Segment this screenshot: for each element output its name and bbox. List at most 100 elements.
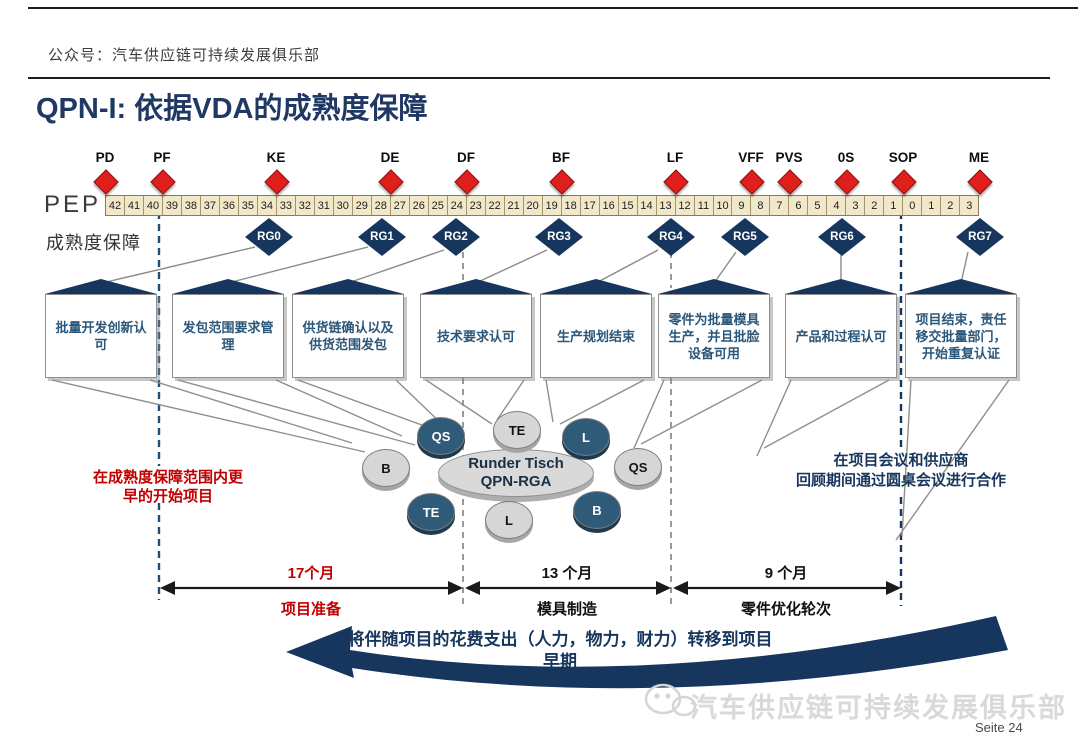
- pep-cell: 30: [332, 196, 352, 215]
- milestone-diamond-icon: [967, 169, 993, 195]
- pep-cell: 27: [389, 196, 409, 215]
- roundtable-role-l: L: [485, 501, 533, 539]
- milestone-label: ME: [968, 150, 990, 165]
- milestone-label: SOP: [888, 150, 918, 165]
- criteria-box: 供货链确认以及供货范围发包: [292, 294, 404, 378]
- milestone-label: LF: [666, 150, 684, 165]
- note-roundtable-cooperation: 在项目会议和供应商 回顾期间通过圆桌会议进行合作: [770, 451, 1032, 491]
- milestone-label: PVS: [775, 150, 803, 165]
- rg-gate-diamond: RG5: [721, 218, 769, 256]
- pep-cell: 34: [256, 196, 276, 215]
- pep-cell: 10: [712, 196, 732, 215]
- span2-duration: 13 个月: [541, 565, 593, 582]
- pep-cell: 2: [864, 196, 883, 215]
- box-roof-icon: [45, 279, 157, 294]
- criteria-box: 项目结束，责任移交批量部门，开始重复认证: [905, 294, 1017, 378]
- pep-cell: 9: [731, 196, 750, 215]
- pep-cell: 23: [465, 196, 485, 215]
- roundtable-role-qs: QS: [417, 417, 465, 455]
- span3-phase: 零件优化轮次: [740, 601, 831, 618]
- milestone-label: DE: [380, 150, 400, 165]
- maturity-label: 成熟度保障: [46, 233, 141, 253]
- pep-cell: 1: [921, 196, 940, 215]
- page-number: Seite 24: [975, 720, 1023, 735]
- milestone-label: VFF: [738, 150, 764, 165]
- milestone-diamond-icon: [150, 169, 176, 195]
- roundtable-role-b: B: [362, 449, 410, 487]
- pep-cell: 8: [750, 196, 769, 215]
- milestone-diamond-icon: [378, 169, 404, 195]
- pep-cell: 3: [845, 196, 864, 215]
- box-roof-icon: [172, 279, 284, 294]
- milestone-diamond-icon: [264, 169, 290, 195]
- pep-label: PEP: [44, 191, 102, 218]
- pep-cell: 33: [275, 196, 295, 215]
- pep-cell: 16: [598, 196, 618, 215]
- rg-gate-diamond: RG4: [647, 218, 695, 256]
- roundtable-title-line1: Runder Tisch: [468, 455, 564, 472]
- milestone-diamond-icon: [834, 169, 860, 195]
- pep-cell: 36: [218, 196, 238, 215]
- roundtable-role-te: TE: [493, 411, 541, 449]
- pep-cell: 14: [636, 196, 656, 215]
- pep-cell: 40: [142, 196, 162, 215]
- box-roof-icon: [292, 279, 404, 294]
- span2-phase: 模具制造: [536, 601, 597, 618]
- banner-text: 将伴随项目的花费支出（人力，物力，财力）转移到项目 早期: [310, 629, 810, 673]
- pep-cell: 7: [769, 196, 788, 215]
- milestone-label: 0S: [837, 150, 855, 165]
- account-line: 公众号：汽车供应链可持续发展俱乐部: [48, 47, 321, 64]
- note-right-line2: 回顾期间通过圆桌会议进行合作: [795, 472, 1006, 489]
- roundtable-role-b: B: [573, 491, 621, 529]
- rg-gate-diamond: RG1: [358, 218, 406, 256]
- milestone-diamond-icon: [549, 169, 575, 195]
- pep-cell: 0: [902, 196, 921, 215]
- top-rule: [28, 7, 1078, 9]
- pep-cell: 5: [807, 196, 826, 215]
- pep-cell: 25: [427, 196, 447, 215]
- timeline-arrowheads: [160, 581, 901, 595]
- criteria-box: 批量开发创新认可: [45, 294, 157, 378]
- criteria-box: 技术要求认可: [420, 294, 532, 378]
- pep-cell: 18: [560, 196, 580, 215]
- milestone-diamond-icon: [777, 169, 803, 195]
- rg-gate-diamond: RG3: [535, 218, 583, 256]
- pep-cell: 4: [826, 196, 845, 215]
- criteria-box: 产品和过程认可: [785, 294, 897, 378]
- pep-cell: 21: [503, 196, 523, 215]
- pep-cell: 11: [693, 196, 713, 215]
- span1-phase: 项目准备: [280, 601, 341, 618]
- pep-cell: 42: [108, 199, 122, 212]
- rg-gate-diamond: RG6: [818, 218, 866, 256]
- pep-cell: 6: [788, 196, 807, 215]
- pep-cell: 2: [940, 196, 959, 215]
- banner-line2: 早期: [543, 652, 577, 671]
- wechat-logo-icon: [644, 683, 697, 717]
- box-roof-icon: [905, 279, 1017, 294]
- pep-cell: 1: [883, 196, 902, 215]
- roundtable-role-te: TE: [407, 493, 455, 531]
- milestone-diamond-icon: [739, 169, 765, 195]
- pep-cell: 17: [579, 196, 599, 215]
- pep-cell: 41: [123, 196, 143, 215]
- box-roof-icon: [420, 279, 532, 294]
- rg-gate-diamond: RG0: [245, 218, 293, 256]
- milestone-diamond-icon: [663, 169, 689, 195]
- pep-cell: 24: [446, 196, 466, 215]
- milestone-diamond-icon: [891, 169, 917, 195]
- note-start-earlier: 在成熟度保障范围内更早的开始项目: [92, 469, 243, 505]
- watermark-text: 汽车供应链可持续发展俱乐部: [690, 693, 1067, 723]
- roundtable-role-qs: QS: [614, 448, 662, 486]
- criteria-box: 零件为批量模具生产，并且批脸设备可用: [658, 294, 770, 378]
- banner-line1: 将伴随项目的花费支出（人力，物力，财力）转移到项目: [347, 630, 773, 649]
- milestone-label: DF: [457, 150, 475, 165]
- box-roof-icon: [540, 279, 652, 294]
- pep-cell: 20: [522, 196, 542, 215]
- rg-gate-diamond: RG2: [432, 218, 480, 256]
- pep-cell: 38: [180, 196, 200, 215]
- span3-duration: 9 个月: [764, 565, 808, 582]
- milestone-label: KE: [266, 150, 286, 165]
- pep-cell: 3: [959, 196, 978, 215]
